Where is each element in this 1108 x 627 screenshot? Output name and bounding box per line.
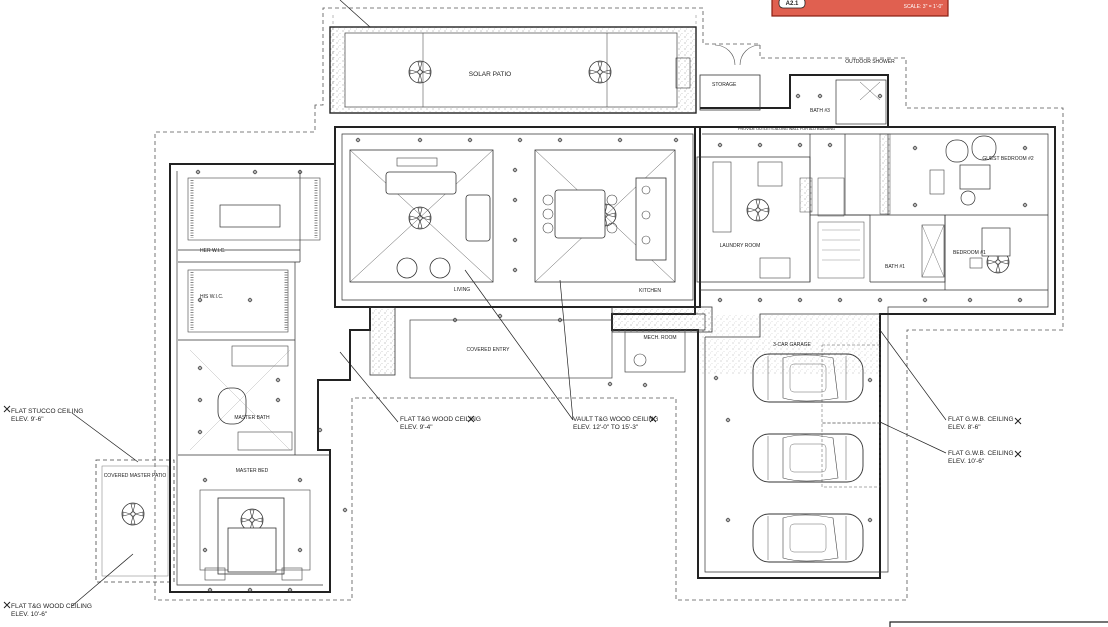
bath-1: BATH #1 [885,224,945,278]
label-living: LIVING [454,287,471,293]
ceiling-callouts: FLAT STUCCO CEILING ELEV. 9'-6" FLAT T&G… [3,405,1022,618]
label-mech-room: MECH. ROOM [643,335,676,341]
label-bedroom-1: BEDROOM #1 [953,250,986,256]
callout-flat-tg-center-line1: FLAT T&G WOOD CEILING [400,416,481,423]
label-garage: 3-CAR GARAGE [773,342,811,348]
dining-kitchen-area: KITCHEN [534,149,676,294]
label-bath3: BATH #3 [810,108,830,114]
garage: 3-CAR GARAGE [705,313,881,563]
title-block: A2.1 SCALE: 3" = 1'-0" [771,0,949,17]
guest-bedroom-2: GUEST BEDROOM #2 [929,135,1034,206]
callout-gwb-10-line1: FLAT G.W.B. CEILING [948,450,1014,457]
bedroom-1: BEDROOM #1 [953,227,1011,274]
note-outlets: PROVIDE OUTLETS ALONG WALL FOR ADJ BUILD… [738,127,835,131]
callout-flat-tg-left-line1: FLAT T&G WOOD CEILING [11,603,92,610]
covered-master-patio: COVERED MASTER PATIO [104,473,167,526]
storage-room: STORAGE [699,44,761,111]
laundry-room: LAUNDRY ROOM [712,161,791,279]
callout-flat-tg-center: FLAT T&G WOOD CEILING ELEV. 9'-4" [400,415,481,431]
label-her-wic: HER W.I.C. [200,248,226,254]
light-fixtures [195,93,1028,593]
sheet-number: A2.1 [786,1,799,7]
callout-gwb-10: FLAT G.W.B. CEILING ELEV. 10'-6" [948,450,1022,465]
solar-patio: SOLAR PATIO [329,26,697,114]
callout-vault-tg-line2: ELEV. 12'-0" TO 15'-3" [573,424,639,431]
outdoor-shower: OUTDOOR SHOWER [835,59,895,125]
label-covered-entry: COVERED ENTRY [467,347,511,353]
callout-flat-stucco: FLAT STUCCO CEILING ELEV. 9'-6" [3,405,83,423]
master-bed: MASTER BED [199,468,311,581]
callout-gwb-8-line2: ELEV. 8'-6" [948,424,981,431]
living-area: LIVING [349,149,494,293]
mech-room: MECH. ROOM [624,331,686,373]
callout-flat-stucco-line2: ELEV. 9'-6" [11,416,44,423]
callout-flat-tg-center-line2: ELEV. 9'-4" [400,424,433,431]
label-laundry: LAUNDRY ROOM [720,243,761,249]
house-walls [169,74,1056,593]
callout-vault-tg: VAULT T&G WOOD CEILING ELEV. 12'-0" TO 1… [573,415,658,431]
label-guest-bedroom-2: GUEST BEDROOM #2 [982,156,1034,162]
label-solar-patio: SOLAR PATIO [469,71,511,78]
callout-flat-tg-left-line2: ELEV. 10'-6" [11,611,48,618]
label-his-wic: HIS W.I.C. [200,294,223,300]
label-covered-master-patio: COVERED MASTER PATIO [104,473,167,479]
label-storage: STORAGE [712,82,737,88]
master-bath: MASTER BATH [189,345,293,451]
label-outdoor-shower: OUTDOOR SHOWER [845,59,895,65]
callout-gwb-8-line1: FLAT G.W.B. CEILING [948,416,1014,423]
leader-lines [71,0,947,607]
label-master-bed: MASTER BED [236,468,269,474]
callout-vault-tg-line1: VAULT T&G WOOD CEILING [573,416,658,423]
callout-gwb-10-line2: ELEV. 10'-6" [948,458,985,465]
roof-outline [154,7,1064,601]
her-wic: HER W.I.C. [187,177,321,254]
label-master-bath: MASTER BATH [234,415,270,421]
callout-flat-stucco-line1: FLAT STUCCO CEILING [11,408,83,415]
label-bath-1: BATH #1 [885,264,905,270]
callout-gwb-8: FLAT G.W.B. CEILING ELEV. 8'-6" [948,416,1022,431]
his-wic: HIS W.I.C. [187,269,289,333]
covered-entry: COVERED ENTRY [409,319,613,379]
label-kitchen: KITCHEN [639,288,661,294]
callout-flat-tg-left: FLAT T&G WOOD CEILING ELEV. 10'-6" [3,601,92,618]
scale-text: SCALE: 3" = 1'-0" [904,4,944,10]
